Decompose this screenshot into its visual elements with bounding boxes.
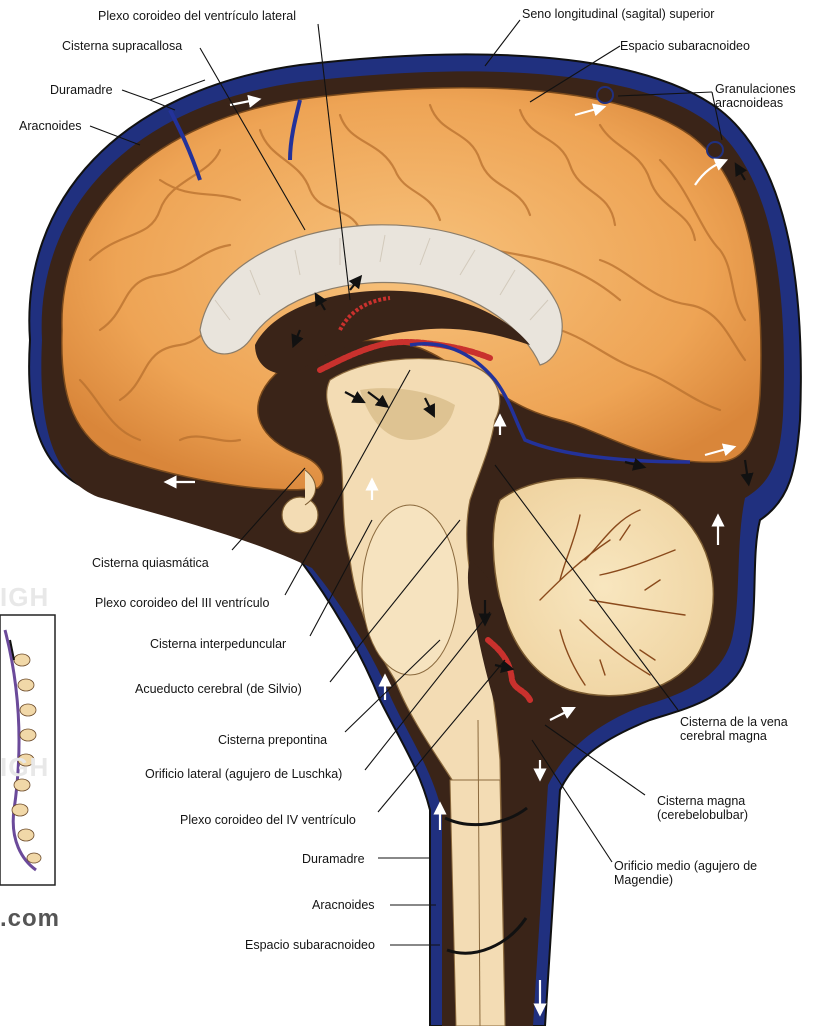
label-espacio-subaracnoideo-top: Espacio subaracnoideo — [620, 39, 750, 53]
watermark-2: IGH — [0, 752, 49, 783]
label-aracnoides-top: Aracnoides — [19, 119, 82, 133]
label-orificio-medio: Orificio medio (agujero de Magendie) — [614, 859, 764, 887]
label-plexo-iii: Plexo coroideo del III ventrículo — [95, 596, 269, 610]
watermark-3: .com — [0, 905, 60, 933]
label-aracnoides-bottom: Aracnoides — [312, 898, 375, 912]
label-orificio-lateral: Orificio lateral (agujero de Luschka) — [145, 767, 342, 781]
pituitary — [282, 497, 318, 533]
label-espacio-subaracnoideo-bottom: Espacio subaracnoideo — [245, 938, 375, 952]
label-cisterna-vena: Cisterna de la vena cerebral magna — [680, 715, 810, 743]
label-cisterna-supracallosa: Cisterna supracallosa — [62, 39, 182, 53]
label-cisterna-quiasmatica: Cisterna quiasmática — [92, 556, 209, 570]
label-cisterna-interpeduncular: Cisterna interpeduncular — [150, 637, 286, 651]
label-cisterna-prepontina: Cisterna prepontina — [218, 733, 327, 747]
label-granulaciones: Granulaciones aracnoideas — [715, 82, 800, 110]
label-seno-longitudinal: Seno longitudinal (sagital) superior — [522, 7, 714, 21]
label-duramadre-bottom: Duramadre — [302, 852, 365, 866]
label-cisterna-magna: Cisterna magna (cerebelobulbar) — [657, 794, 767, 822]
label-duramadre-top: Duramadre — [50, 83, 113, 97]
arachnoid-granulation-2 — [707, 142, 723, 158]
label-plexo-iv: Plexo coroideo del IV ventrículo — [180, 813, 356, 827]
label-acueducto: Acueducto cerebral (de Silvio) — [135, 682, 302, 696]
label-plexo-lateral: Plexo coroideo del ventrículo lateral — [98, 9, 296, 23]
spinal-cord — [450, 780, 505, 1026]
pons — [362, 505, 458, 675]
spine-inset — [0, 615, 55, 885]
watermark-1: IGH — [0, 582, 49, 613]
arachnoid-granulation-1 — [597, 87, 613, 103]
